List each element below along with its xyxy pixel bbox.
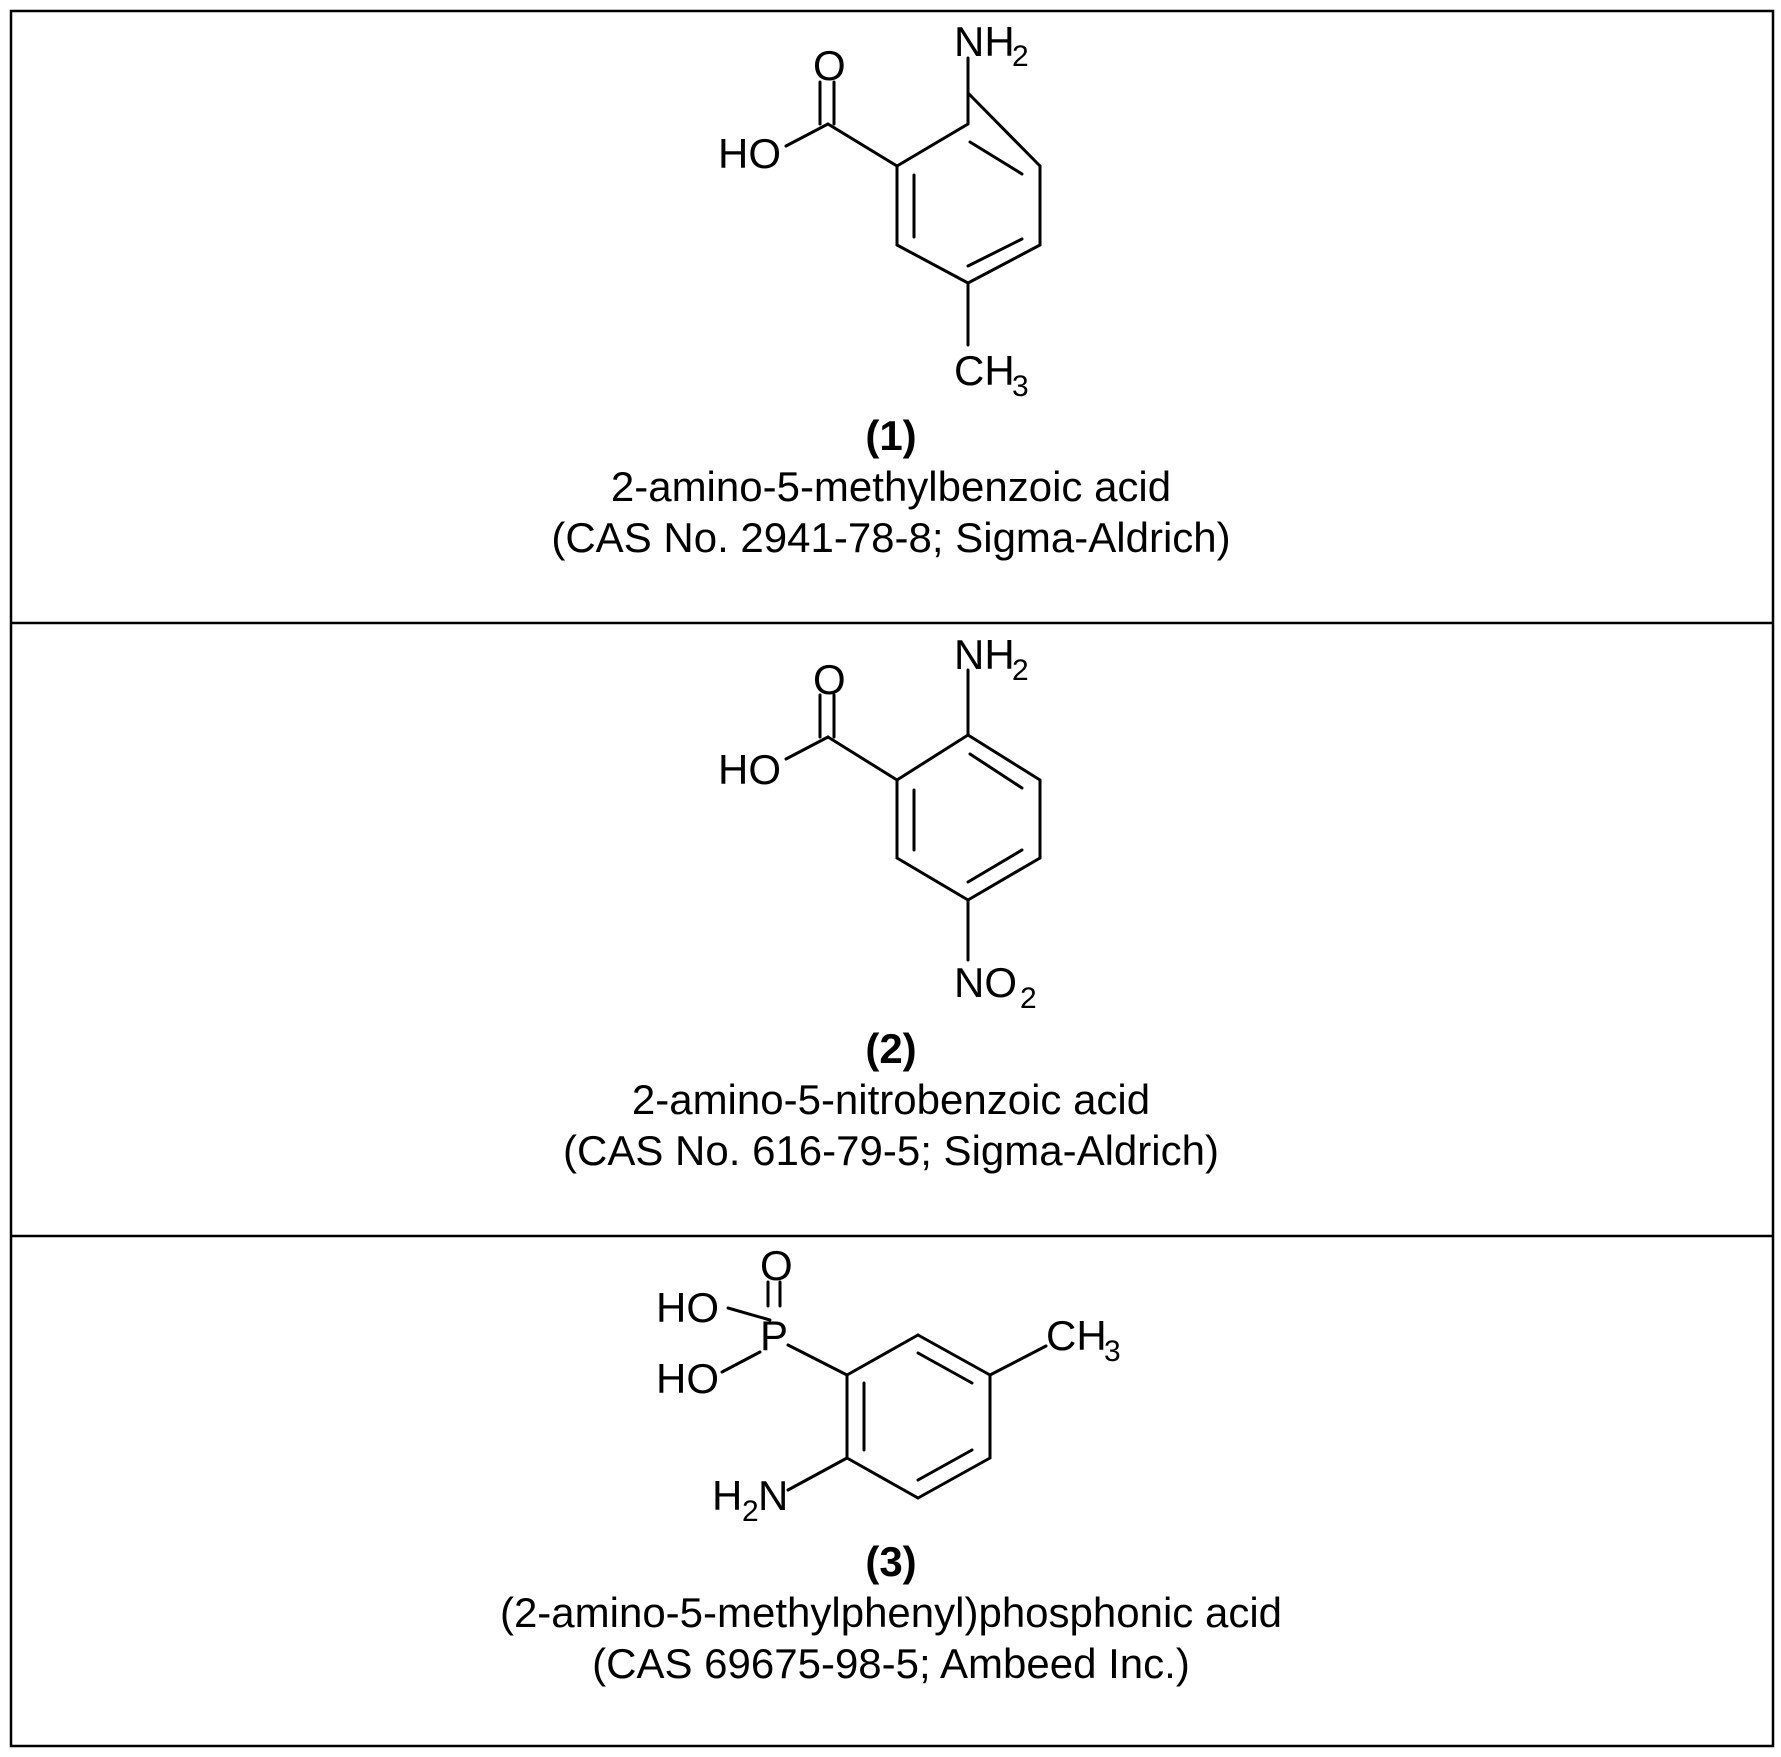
atom-amine: N <box>758 1472 788 1519</box>
atom-oxygen: O <box>760 1242 793 1289</box>
compound-2-name: 2-amino-5-nitrobenzoic acid <box>632 1076 1150 1123</box>
atom-oxygen: O <box>813 656 846 703</box>
compound-3-number: (3) <box>865 1538 916 1585</box>
compound-3-name: (2-amino-5-methylphenyl)phosphonic acid <box>500 1589 1282 1636</box>
compound-1-name: 2-amino-5-methylbenzoic acid <box>611 463 1171 510</box>
compound-2-source: (CAS No. 616-79-5; Sigma-Aldrich) <box>563 1127 1219 1174</box>
atom-subscript: 2 <box>1020 982 1037 1015</box>
atom-hydroxyl: HO <box>718 130 781 177</box>
atom-nitro: NO <box>954 959 1017 1006</box>
compound-3-source: (CAS 69675-98-5; Ambeed Inc.) <box>592 1640 1190 1687</box>
compound-3-structure: O HO HO P CH 3 H 2 N <box>656 1242 1121 1528</box>
atom-phosphorus: P <box>760 1312 788 1359</box>
compound-2-number: (2) <box>865 1025 916 1072</box>
atom-amine: H <box>712 1472 742 1519</box>
atom-subscript: 2 <box>1012 654 1029 687</box>
compound-2-structure: O HO NH 2 NO 2 <box>718 631 1040 1015</box>
compound-1-bonds <box>786 58 1040 345</box>
atom-subscript: 2 <box>742 1495 759 1528</box>
compound-1-structure: O HO NH 2 CH 3 <box>718 18 1040 403</box>
atom-subscript: 2 <box>1012 40 1029 73</box>
atom-subscript: 3 <box>1012 370 1029 403</box>
atom-oxygen: O <box>813 42 846 89</box>
atom-hydroxyl: HO <box>718 746 781 793</box>
atom-hydroxyl: HO <box>656 1284 719 1331</box>
atom-hydroxyl: HO <box>656 1355 719 1402</box>
atom-methyl: CH <box>1046 1312 1107 1359</box>
table-border <box>11 11 1773 1746</box>
atom-methyl: CH <box>954 347 1015 394</box>
compound-1-source: (CAS No. 2941-78-8; Sigma-Aldrich) <box>551 514 1230 561</box>
compound-2-bonds <box>786 670 1040 960</box>
atom-subscript: 3 <box>1104 1335 1121 1368</box>
atom-amine: NH <box>954 631 1015 678</box>
atom-amine: NH <box>954 18 1015 65</box>
compound-1-number: (1) <box>865 412 916 459</box>
